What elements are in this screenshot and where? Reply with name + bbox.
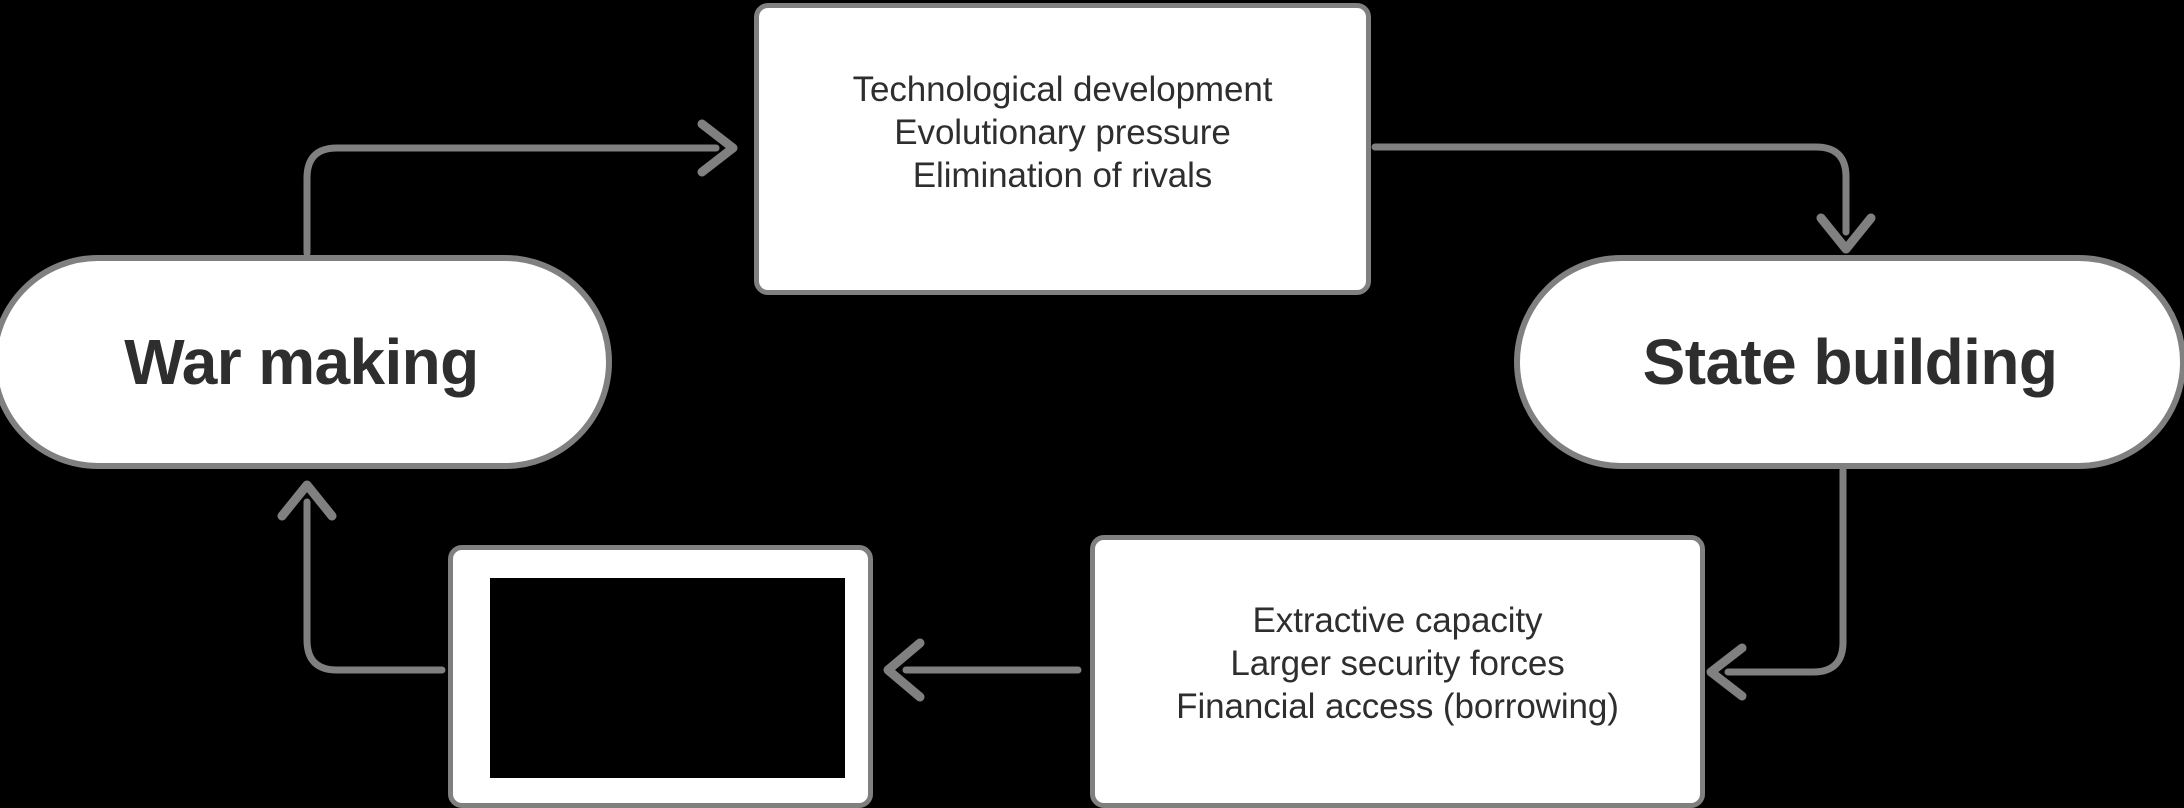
edge-state-to-extraction (1706, 466, 1847, 701)
node-tech-box[interactable]: Technological development Evolutionary p… (754, 3, 1371, 295)
node-state-building-label: State building (1642, 326, 2058, 398)
node-redacted-box[interactable] (448, 545, 873, 808)
extraction-box-line-2: Larger security forces (1230, 644, 1565, 683)
tech-box-line-2: Evolutionary pressure (894, 112, 1231, 152)
edge-extraction-to-redacted (883, 638, 1082, 702)
node-state-building[interactable]: State building (1514, 255, 2184, 469)
edge-war-to-tech (303, 119, 738, 257)
extraction-box-line-1: Extractive capacity (1252, 601, 1543, 640)
edge-tech-to-state (1371, 143, 1876, 254)
node-war-making[interactable]: War making (0, 255, 612, 469)
extraction-box-line-3: Financial access (borrowing) (1176, 687, 1619, 726)
edge-redacted-to-war (277, 480, 446, 674)
node-war-making-label: War making (124, 326, 479, 398)
node-extraction-box[interactable]: Extractive capacity Larger security forc… (1090, 535, 1705, 808)
tech-box-line-1: Technological development (852, 69, 1273, 109)
tech-box-line-3: Elimination of rivals (912, 155, 1213, 195)
redacted-content-area (490, 578, 845, 778)
